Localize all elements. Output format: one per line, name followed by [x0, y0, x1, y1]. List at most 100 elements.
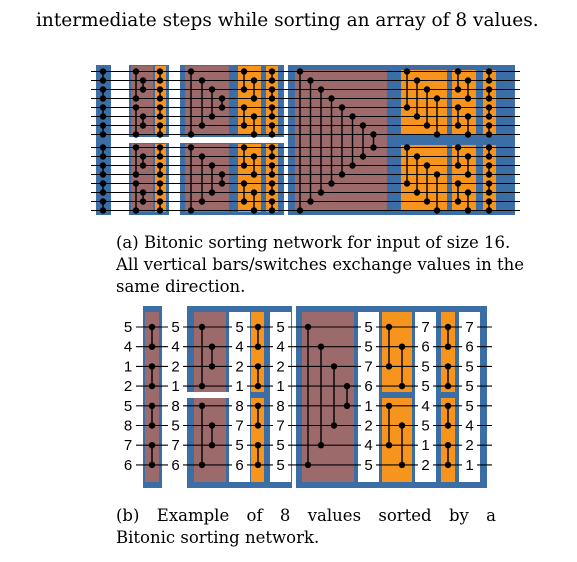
comparator-node [240, 162, 248, 169]
comparator-node [343, 402, 351, 409]
value-cell-bg [273, 456, 288, 473]
value-cell-bg [418, 358, 433, 375]
value-cell: 5 [364, 339, 372, 356]
comparator-node [370, 144, 377, 151]
value-cell-bg [232, 319, 247, 335]
comparator-node [268, 207, 276, 214]
comparator-node [268, 95, 276, 102]
comparator-node [464, 77, 472, 84]
value-cell-bg [168, 437, 183, 454]
value-cell: 6 [171, 457, 179, 474]
value-cell-bg [418, 397, 433, 414]
comparator-node [148, 382, 156, 390]
comparator-node [148, 363, 156, 370]
caption-b-line-2: Bitonic sorting network. [116, 528, 320, 547]
comparator-node [250, 77, 258, 84]
comparator-node [250, 131, 258, 138]
half-separator [180, 137, 284, 143]
comparator-node [398, 382, 406, 390]
comparator-node [464, 113, 472, 120]
comparator-node [198, 323, 206, 331]
value-cell: 1 [421, 437, 429, 454]
comparator-node [99, 162, 107, 169]
value-cell: 2 [364, 418, 372, 435]
comparator-node [132, 95, 140, 102]
comparator-node [218, 180, 226, 187]
comparator-node [268, 180, 276, 187]
comparator-node [156, 144, 164, 151]
comparator-node [156, 77, 164, 84]
comparator-node [349, 113, 356, 120]
comparator-node [99, 189, 107, 196]
comparator-node [385, 442, 393, 449]
value-cell-bg [462, 417, 477, 434]
comparator-node [187, 207, 195, 214]
comparator-node [156, 171, 164, 178]
comparator-node [99, 180, 107, 187]
comparator-node [268, 68, 276, 75]
comparator-node [464, 95, 472, 102]
value-cell-bg [418, 378, 433, 395]
comparator-node [454, 104, 462, 111]
comparator-node [454, 198, 462, 205]
value-cell: 7 [235, 418, 243, 435]
comparator-node [208, 343, 216, 350]
value-cell: 2 [465, 437, 473, 454]
comparator-node [240, 68, 248, 75]
comparator-node [99, 131, 107, 138]
half-separator [129, 137, 169, 143]
value-cell-bg [232, 417, 247, 434]
comparator-node [208, 442, 216, 449]
comparator-node [398, 422, 406, 429]
comparator-node [139, 77, 147, 84]
value-cell-bg [361, 319, 376, 335]
comparator-node [485, 113, 493, 120]
comparator-node [208, 422, 216, 429]
cleaner-block [441, 398, 455, 482]
comparator-node [156, 131, 164, 138]
comparator-node [198, 402, 206, 409]
comparator-node [485, 144, 493, 151]
comparator-node [198, 382, 206, 390]
comparator-node [132, 207, 140, 214]
comparator-node [254, 323, 262, 331]
comparator-node [198, 77, 206, 84]
comparator-node [208, 86, 216, 93]
comparator-node [99, 95, 107, 102]
comparator-node [240, 180, 248, 187]
comparator-node [156, 153, 164, 160]
value-cell-bg [232, 456, 247, 473]
comparator-node [132, 68, 140, 75]
comparator-node [330, 363, 338, 370]
value-cell-bg [232, 378, 247, 395]
value-cell: 2 [235, 358, 243, 375]
comparator-node [139, 113, 147, 120]
value-cell: 4 [421, 398, 429, 415]
value-cell: 5 [235, 437, 243, 454]
comparator-node [139, 198, 147, 205]
value-cell: 5 [421, 418, 429, 435]
value-cell: 7 [465, 319, 473, 336]
comparator-node [208, 162, 216, 169]
value-cell: 7 [421, 319, 429, 336]
comparator-node [218, 95, 226, 102]
value-cell: 5 [465, 358, 473, 375]
comparator-node [187, 131, 195, 138]
comparator-node [398, 343, 406, 350]
value-cell: 4 [276, 339, 284, 356]
comparator-node [254, 363, 262, 370]
value-cell: 7 [364, 358, 372, 375]
comparator-node [485, 207, 493, 214]
value-cell-bg [418, 338, 433, 355]
comparator-node [338, 104, 346, 111]
value-cell: 7 [171, 437, 179, 454]
value-cell-bg [273, 397, 288, 414]
comparator-node [268, 77, 276, 84]
comparator-node [139, 162, 147, 169]
merge-block [194, 398, 226, 482]
comparator-node [254, 343, 262, 350]
comparator-node [132, 131, 140, 138]
comparator-node [254, 442, 262, 449]
value-cell-bg [462, 319, 477, 335]
